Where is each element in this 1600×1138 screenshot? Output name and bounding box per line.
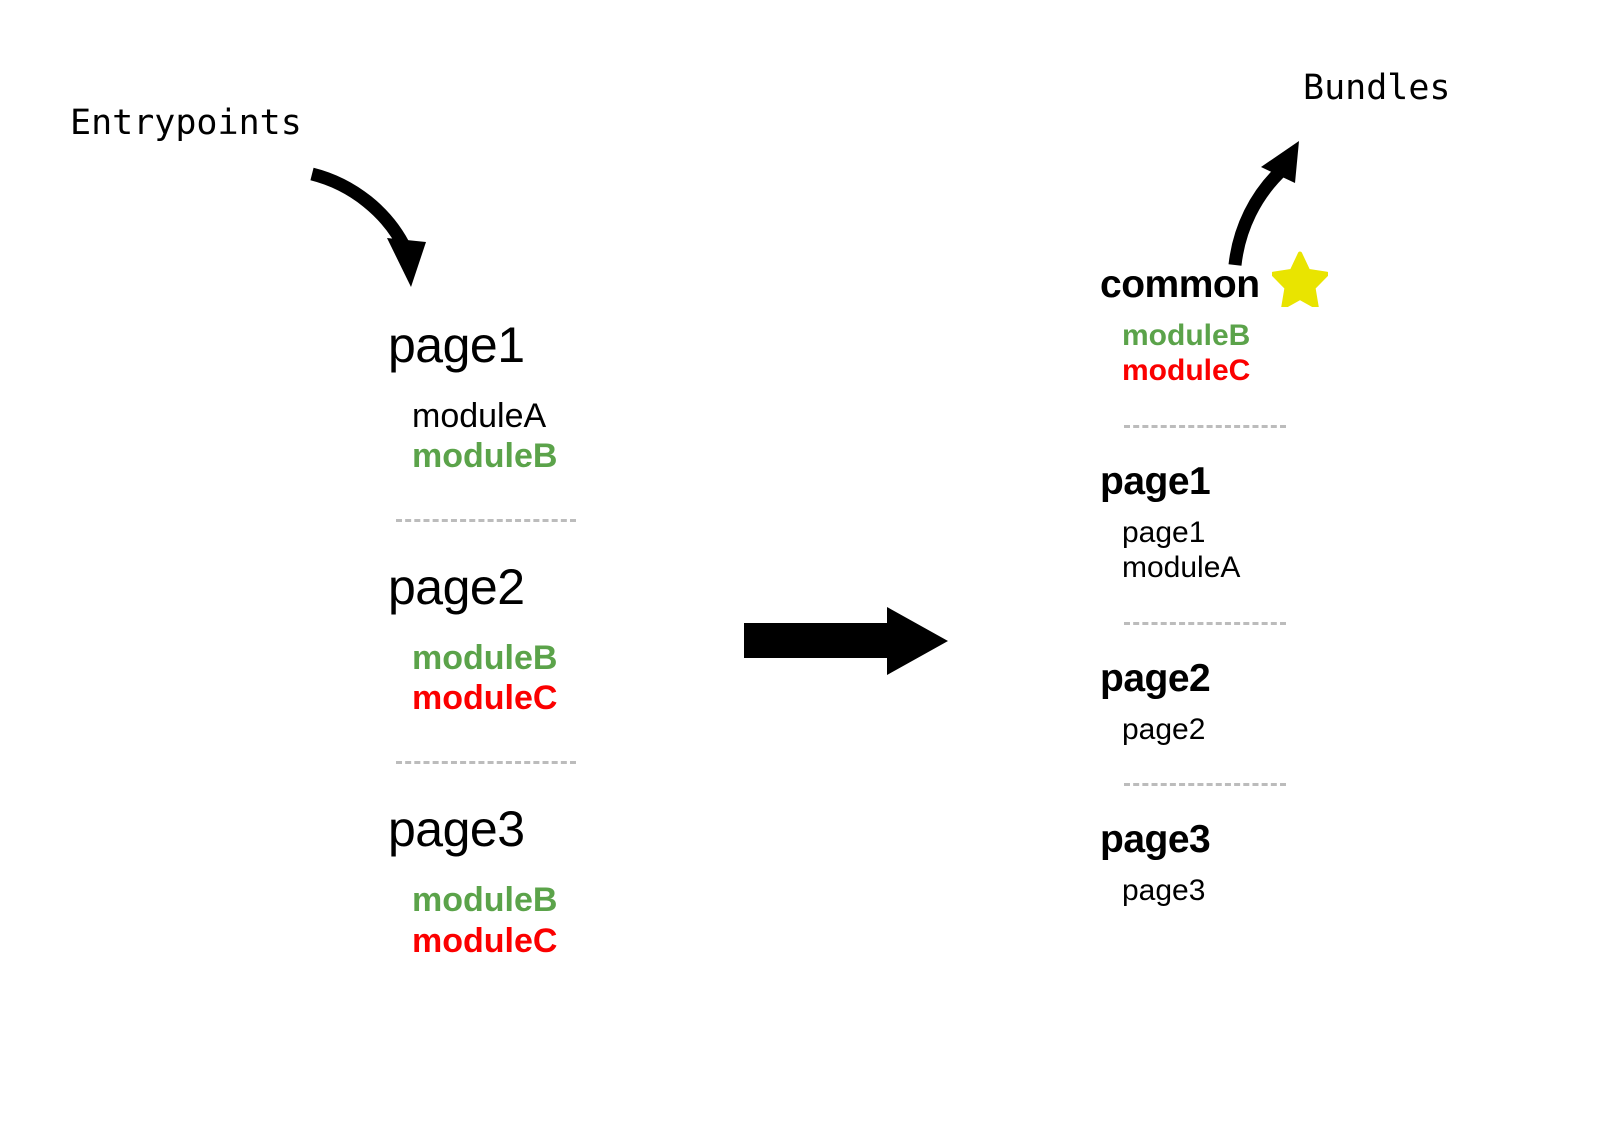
group-divider [1124,621,1286,625]
entrypoint-group-page3: page3 moduleB moduleC [388,804,688,960]
bundles-curved-arrow-icon [1228,141,1299,266]
bundle-module-list: page2 [1100,712,1420,747]
module-item: moduleB [412,639,558,678]
bundle-group-page3: page3 page3 [1100,820,1420,908]
module-item: moduleB [1122,319,1251,352]
bundle-group-heading: common [1100,263,1260,306]
entrypoints-label: Entrypoints [70,103,302,143]
bundle-group-page2: page2 page2 [1100,659,1420,747]
module-item: page2 [1122,712,1206,746]
entrypoint-module-list: moduleA moduleB [388,396,688,476]
entrypoint-group-heading: page2 [388,559,525,616]
module-item: moduleC [412,679,558,718]
group-divider [396,519,576,523]
entrypoint-group-heading: page1 [388,317,525,373]
entrypoint-group-page1: page1 moduleA moduleB [388,320,688,476]
bundle-group-heading: page1 [1100,459,1211,503]
group-divider [396,761,576,765]
entrypoint-module-list: moduleB moduleC [388,638,688,718]
entrypoint-group-heading: page3 [388,801,525,858]
entrypoint-module-list: moduleB moduleC [388,880,688,960]
module-item: moduleC [1122,354,1251,388]
module-item: moduleA [412,397,547,435]
entrypoint-group-page2: page2 moduleB moduleC [388,562,688,718]
bundle-group-heading: page2 [1100,656,1211,700]
bundle-group-page1: page1 page1 moduleA [1100,462,1420,586]
star-icon [1272,251,1328,307]
module-item: moduleB [412,437,558,476]
entrypoints-column: page1 moduleA moduleB page2 moduleB modu… [388,320,688,961]
transform-arrow-icon [744,607,948,675]
bundle-module-list: page3 [1100,873,1420,908]
bundle-group-common: common moduleB moduleC [1100,251,1420,389]
module-item: page3 [1122,873,1206,907]
bundle-module-list: page1 moduleA [1100,515,1420,586]
group-divider [1124,782,1286,786]
bundles-column: common moduleB moduleC page1 page1 modul… [1100,251,1420,908]
module-item: moduleB [412,881,558,920]
bundles-label: Bundles [1303,68,1451,108]
entrypoints-curved-arrow-icon [310,167,426,287]
bundle-group-heading: page3 [1100,817,1211,861]
module-item: page1 [1122,515,1206,549]
module-item: moduleA [1122,551,1241,585]
bundle-group-heading-wrapper: common [1100,251,1328,307]
group-divider [1124,424,1286,428]
module-item: moduleC [412,921,558,960]
bundle-module-list: moduleB moduleC [1100,318,1420,389]
